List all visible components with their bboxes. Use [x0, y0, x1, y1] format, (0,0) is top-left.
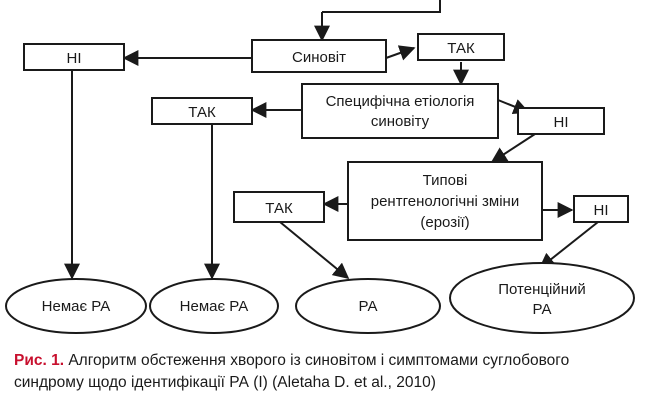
caption-text: Алгоритм обстеження хворого із синовітом… — [14, 352, 570, 391]
node-ni-mid: НІ — [554, 114, 569, 131]
outcome-ra-shape — [295, 278, 441, 334]
node-tak-low: ТАК — [265, 200, 293, 217]
entry-connector — [322, 0, 441, 13]
node-xray-box — [347, 161, 543, 241]
figure-caption: Рис. 1. Алгоритм обстеження хворого із с… — [14, 350, 639, 394]
node-tak-top-box — [417, 33, 505, 61]
node-xray-line2: рентгенологічні зміни — [371, 193, 519, 210]
arrow-ni-potential-ra — [538, 221, 599, 269]
outcome-no-ra-2-shape — [149, 278, 279, 334]
node-etiology-line2: синовіту — [371, 113, 430, 130]
node-ni-low-box — [573, 195, 629, 223]
arrow-tak-ra — [279, 221, 350, 280]
node-ni-left-box — [23, 43, 125, 71]
caption-ref: Рис. 1. — [14, 352, 65, 369]
node-tak-mid-box — [151, 97, 253, 125]
node-xray-line1: Типові — [423, 172, 468, 189]
node-tak-low-box — [233, 191, 325, 223]
arrow-ni-xray — [490, 133, 536, 163]
node-xray-line3: (ерозії) — [420, 214, 469, 231]
node-tak-mid: ТАК — [188, 104, 216, 121]
arrow-synovit-tak — [385, 45, 416, 61]
node-tak-top: ТАК — [447, 40, 475, 57]
node-ni-mid-box — [517, 107, 605, 135]
node-ni-low: НІ — [594, 202, 609, 219]
node-etiology-box — [301, 83, 499, 139]
node-etiology-line1: Специфічна етіологія — [326, 93, 475, 110]
node-synovit-box — [251, 39, 387, 73]
outcome-potential-ra-shape — [449, 262, 635, 334]
node-synovit: Синовіт — [292, 49, 346, 66]
outcome-ra: РА — [358, 298, 377, 315]
node-ni-left: НІ — [67, 50, 82, 67]
outcome-no-ra-1-shape — [5, 278, 147, 334]
outcome-potential-line2: РА — [532, 301, 551, 318]
flowchart: Синовіт НІ ТАК Специфічна етіологія сино… — [5, 0, 635, 334]
outcome-no-ra-1: Немає РА — [42, 298, 111, 315]
outcome-potential-line1: Потенційний — [498, 281, 585, 298]
outcome-no-ra-2: Немає РА — [180, 298, 249, 315]
